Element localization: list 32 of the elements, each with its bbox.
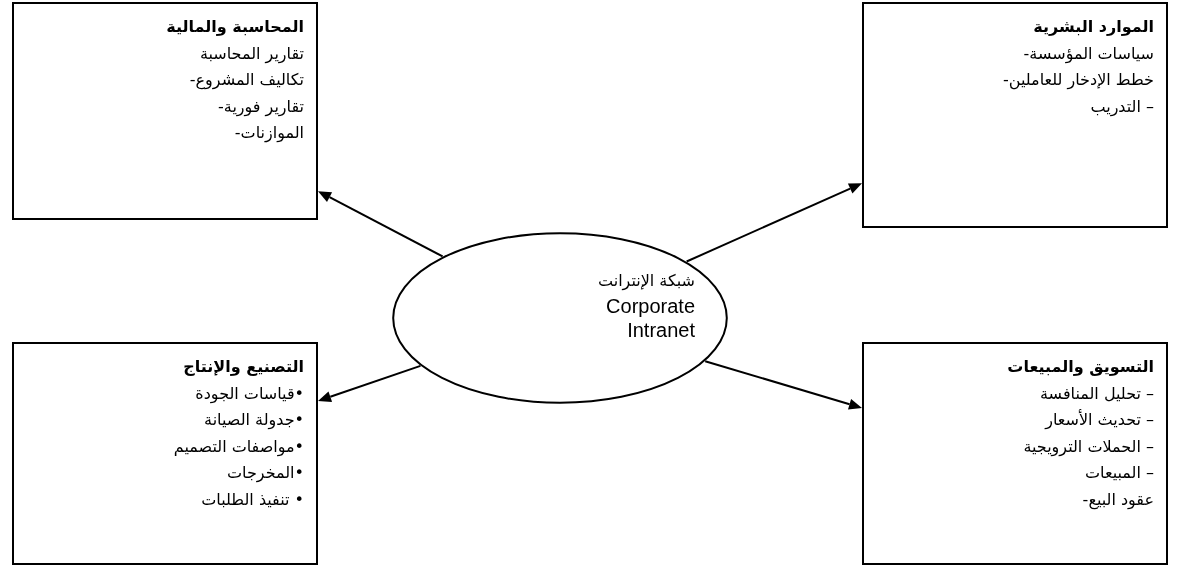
list-item: تكاليف المشروع- [189,69,304,92]
box-heading: المحاسبة والمالية [166,16,304,38]
list-item: الموازنات- [234,122,304,145]
arrow [685,183,862,263]
text-box [12,2,318,220]
box-heading: التصنيع والإنتاج [183,356,304,378]
list-item: سياسات المؤسسة- [1023,42,1154,66]
node-label: Corporate Intranet [605,294,695,342]
node-label: شبكة الإنترانت [597,270,695,293]
list-item: •جدولة الصيانة [204,409,304,432]
list-item: – تحديث الأسعار [1045,408,1154,432]
list-item: •المخرجات [227,462,304,485]
arrow [318,191,444,258]
list-item: •قياسات الجودة [195,382,304,406]
list-item: خطط الإدخار للعاملين- [1003,69,1154,92]
list-item: • تنفيذ الطلبات [201,488,304,511]
list-item: •مواصفات التصميم [173,435,304,459]
arrow [704,360,862,410]
arrow [318,364,422,402]
list-item: – التدريب [1090,95,1154,119]
list-item: تقارير فورية- [218,95,304,119]
text-box [862,2,1168,228]
list-item: عقود البيع- [1082,488,1154,512]
box-heading: الموارد البشرية [1033,16,1154,38]
ellipse-node [392,232,728,404]
list-item: – الحملات الترويجية [1023,435,1154,459]
list-item: تقارير المحاسبة [199,42,304,66]
text-box [862,342,1168,565]
list-item: – تحليل المنافسة [1040,382,1154,405]
text-box [12,342,318,565]
list-item: – المبيعات [1085,462,1154,484]
box-heading: التسويق والمبيعات [1007,356,1154,378]
